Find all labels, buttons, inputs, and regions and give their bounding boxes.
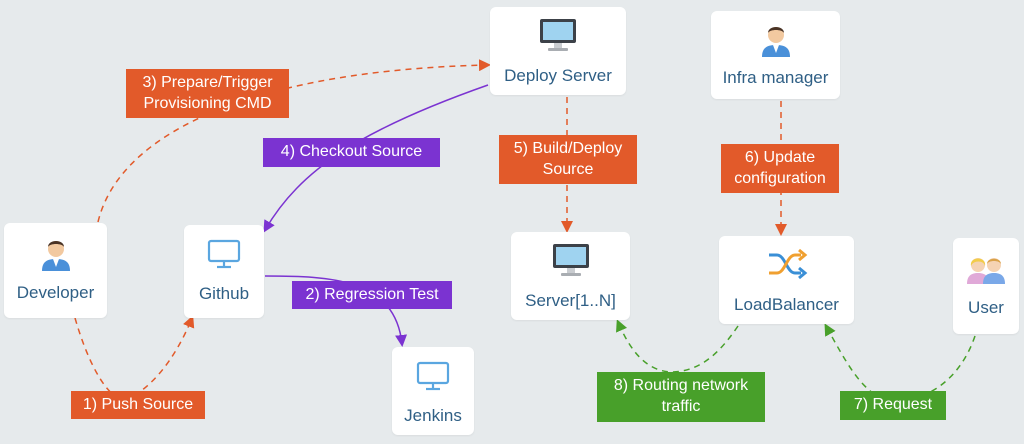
servers-label: Server[1..N]	[525, 291, 616, 310]
step-3-trigger-provisioning: 3) Prepare/Trigger Provisioning CMD	[126, 69, 289, 118]
edge-push-source	[74, 315, 195, 401]
step-4-checkout-source: 4) Checkout Source	[263, 138, 440, 167]
step-2-regression-test: 2) Regression Test	[292, 281, 452, 309]
infra-manager-node[interactable]: Infra manager	[711, 11, 840, 99]
deploy-server-node[interactable]: Deploy Server	[490, 7, 626, 95]
step-1-push-source: 1) Push Source	[71, 391, 205, 419]
monitor-icon	[552, 244, 589, 276]
step-8-routing-traffic: 8) Routing network traffic	[597, 372, 765, 422]
person-icon	[761, 27, 790, 57]
jenkins-label: Jenkins	[404, 406, 462, 425]
monitor-icon	[540, 19, 576, 51]
step-6-update-configuration: 6) Update configuration	[721, 144, 839, 193]
edge-routing	[616, 319, 739, 373]
servers-node[interactable]: Server[1..N]	[511, 232, 630, 320]
users-icon	[967, 258, 1005, 284]
developer-label: Developer	[16, 283, 95, 302]
monitor-icon	[207, 239, 241, 269]
step-7-request: 7) Request	[840, 391, 946, 420]
user-node[interactable]: User	[953, 238, 1019, 334]
monitor-icon	[416, 361, 450, 391]
load-balancer-label: LoadBalancer	[734, 295, 839, 314]
github-label: Github	[198, 284, 250, 303]
step-5-build-deploy: 5) Build/Deploy Source	[499, 135, 637, 184]
github-node[interactable]: Github	[184, 225, 264, 318]
developer-node[interactable]: Developer	[4, 223, 107, 318]
load-balancer-node[interactable]: LoadBalancer	[719, 236, 854, 324]
edge-request	[824, 323, 976, 402]
person-icon	[41, 241, 70, 271]
shuffle-icon	[768, 248, 807, 280]
deploy-server-label: Deploy Server	[504, 66, 612, 85]
infra-manager-label: Infra manager	[722, 68, 829, 87]
user-label: User	[968, 298, 1004, 317]
jenkins-node[interactable]: Jenkins	[392, 347, 474, 435]
